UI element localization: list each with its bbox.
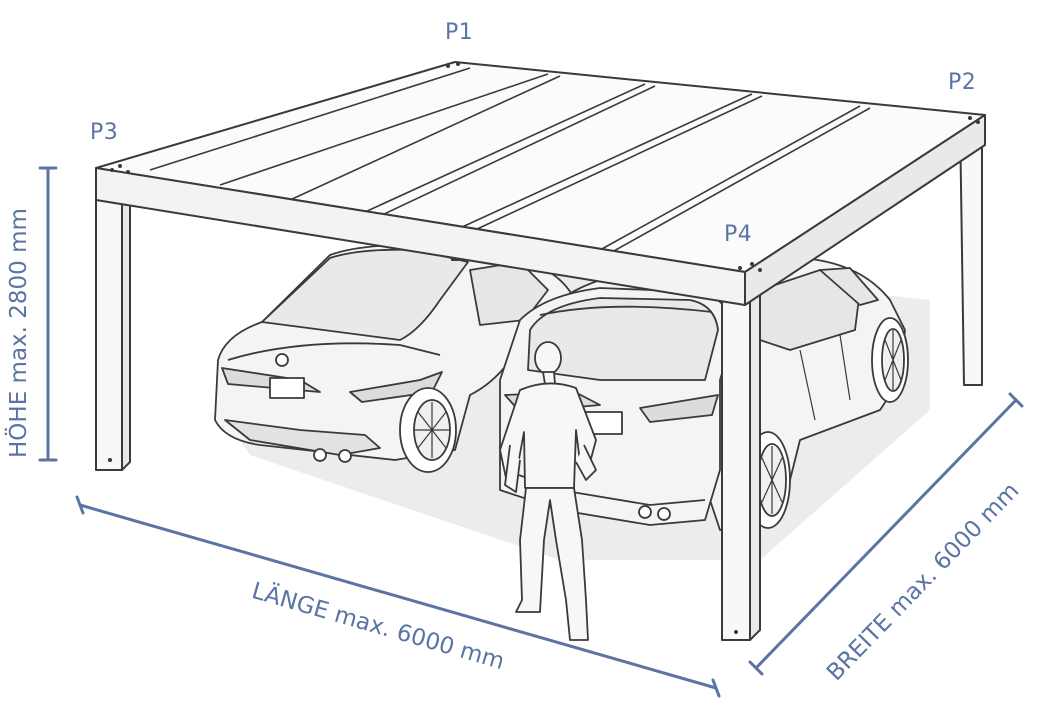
person-silhouette xyxy=(499,341,597,641)
length-dimension-line xyxy=(78,503,718,690)
post-p4-column xyxy=(721,299,751,641)
label-p1: P1 xyxy=(445,20,474,45)
label-p3: P3 xyxy=(90,120,119,145)
post-p3-column xyxy=(95,197,123,471)
sedan-car xyxy=(214,244,576,473)
dimension-lines xyxy=(38,166,1024,698)
label-p4: P4 xyxy=(724,222,753,247)
side-beam xyxy=(744,114,986,306)
carport-frame xyxy=(95,61,986,641)
label-p2: P2 xyxy=(948,70,977,95)
roof-lamellas xyxy=(149,67,871,253)
height-dimension-label: HÖHE max. 2800 mm xyxy=(6,208,32,458)
width-dimension-line xyxy=(754,398,1018,670)
